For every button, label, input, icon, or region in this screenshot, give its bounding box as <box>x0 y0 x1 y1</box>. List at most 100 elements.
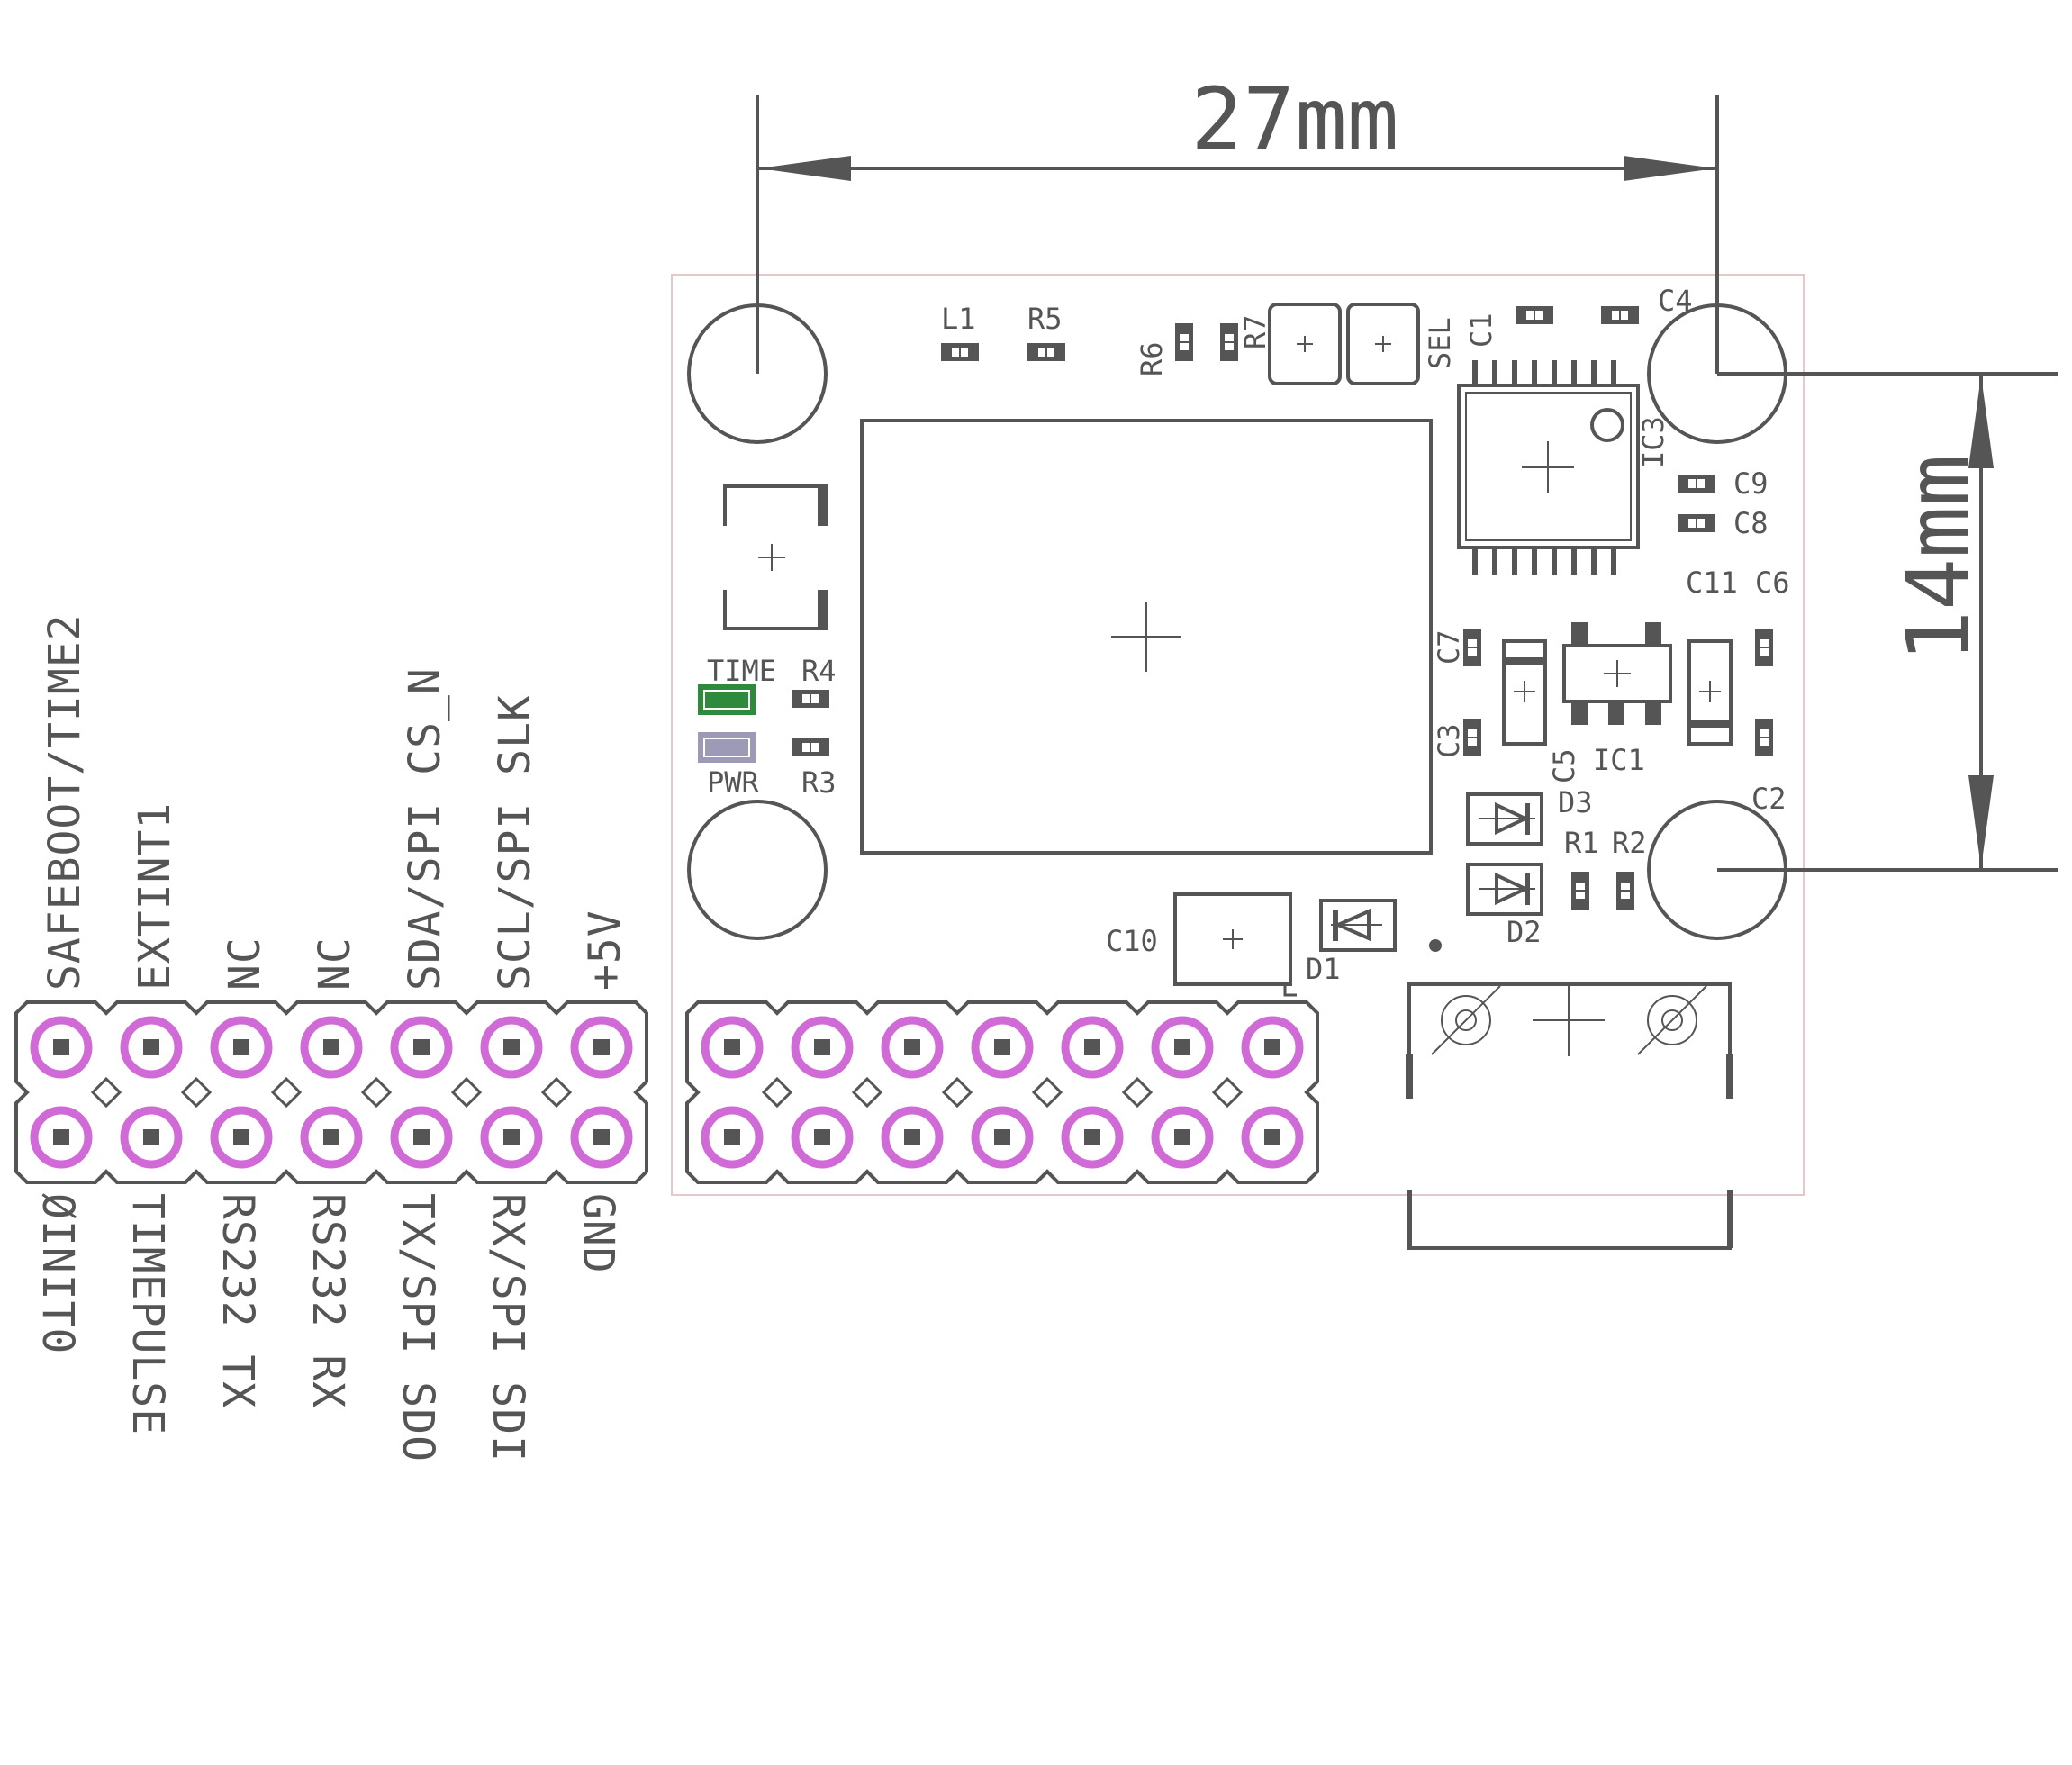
smd-pad <box>1463 719 1481 756</box>
ref-c5: C5 <box>1547 748 1581 783</box>
ref-c11: C11 <box>1686 566 1738 600</box>
header-right-pad <box>1151 1016 1214 1079</box>
ref-c4: C4 <box>1658 284 1693 318</box>
pin-labels-top: SAFEBOOT/TIME2 EXTINT1 NC NC SDA/SPI CS_… <box>40 613 630 991</box>
smd-pad <box>1755 719 1773 756</box>
ic1 <box>1562 644 1672 703</box>
pin-label-bottom-3: RS232 TX <box>213 1193 263 1408</box>
pin-label-bottom-5: TX/SPI SDO <box>393 1193 443 1462</box>
ref-c1: C1 <box>1464 312 1498 348</box>
header-left-pad <box>390 1106 453 1169</box>
ref-time: TIME <box>707 654 776 688</box>
header-right-pad <box>701 1016 764 1079</box>
smd-pad <box>1678 514 1715 532</box>
header-right-pad-hole <box>1084 1039 1100 1055</box>
header-right-pad-hole <box>994 1129 1010 1145</box>
board-outline <box>671 274 1805 1196</box>
header-right-pad <box>881 1106 944 1169</box>
header-left-pad <box>480 1016 543 1079</box>
header-left <box>14 1000 648 1184</box>
header-left-pad <box>300 1016 363 1079</box>
header-left-outline <box>14 1000 648 1184</box>
header-left-pad-hole <box>593 1039 610 1055</box>
pin-label-bottom-1: ØINIT0 <box>32 1193 83 1354</box>
header-left-pad <box>30 1016 93 1079</box>
header-left-pad-hole <box>143 1039 159 1055</box>
pin-label-bottom-4: RS232 RX <box>303 1193 353 1408</box>
header-left-pad <box>570 1106 633 1169</box>
smd-pad <box>792 738 829 756</box>
ref-c6: C6 <box>1755 566 1790 600</box>
header-right-pad <box>971 1106 1034 1169</box>
sel-jumper <box>1268 303 1420 385</box>
header-left-pad <box>210 1106 273 1169</box>
cap-left-tall <box>1502 639 1547 746</box>
ic3 <box>1457 384 1640 549</box>
pin-label-top-1: SAFEBOOT/TIME2 <box>40 613 90 991</box>
header-left-pad-hole <box>503 1039 520 1055</box>
dimension-width-label: 27mm <box>1190 69 1398 170</box>
header-right <box>685 1000 1319 1184</box>
header-left-pad <box>300 1106 363 1169</box>
header-left-pad <box>210 1016 273 1079</box>
smd-pad <box>1601 306 1639 324</box>
header-left-pad-hole <box>233 1129 249 1145</box>
pin-label-top-3: NC <box>220 937 270 991</box>
header-right-pad <box>701 1106 764 1169</box>
header-right-pad <box>881 1016 944 1079</box>
ref-r7: R7 <box>1238 314 1272 349</box>
diode-d1 <box>1319 899 1397 952</box>
battery-holder <box>723 484 828 630</box>
pin-label-top-2: EXTINT1 <box>130 802 180 991</box>
header-right-separator <box>1121 1076 1154 1109</box>
header-left-pad <box>120 1016 183 1079</box>
header-right-pad-hole <box>904 1039 920 1055</box>
ref-c9: C9 <box>1733 466 1769 501</box>
header-right-pad-hole <box>904 1129 920 1145</box>
header-right-pad <box>1061 1016 1124 1079</box>
header-left-pad <box>390 1016 453 1079</box>
header-right-pad <box>1061 1106 1124 1169</box>
pin-label-top-6: SCL/SPI SLK <box>490 694 540 991</box>
dimension-height-label: 14mm <box>1888 454 1989 662</box>
header-right-pad <box>1151 1106 1214 1169</box>
header-left-pad-hole <box>233 1039 249 1055</box>
header-right-pad-hole <box>814 1039 830 1055</box>
smd-pad <box>792 690 829 708</box>
header-right-pad-hole <box>1174 1039 1190 1055</box>
pin1-dot <box>1429 939 1442 952</box>
header-right-pad-hole <box>1084 1129 1100 1145</box>
usb-connector <box>1406 982 1733 1250</box>
header-right-pad <box>971 1016 1034 1079</box>
header-left-separator <box>360 1076 393 1109</box>
diode-d2 <box>1466 863 1543 916</box>
ref-ic3: IC3 <box>1636 416 1670 468</box>
header-left-pad-hole <box>53 1129 69 1145</box>
header-left-separator <box>180 1076 213 1109</box>
smd-pad <box>1220 323 1238 361</box>
header-right-pad-hole <box>1174 1129 1190 1145</box>
mounting-holes <box>687 303 1787 940</box>
header-left-separator <box>450 1076 483 1109</box>
header-right-pad-hole <box>1264 1039 1280 1055</box>
ref-ic1: IC1 <box>1593 743 1645 777</box>
gps-module <box>860 419 1433 855</box>
header-left-pad-hole <box>323 1129 339 1145</box>
reference-labels: L1 R5 R6 R7 SEL C1 C4 IC3 C9 C8 C11 C6 C… <box>707 284 1790 986</box>
ref-c8: C8 <box>1733 506 1769 540</box>
ref-r2: R2 <box>1612 826 1647 860</box>
header-left-pad-hole <box>323 1039 339 1055</box>
header-right-pad <box>791 1016 854 1079</box>
smd-pad <box>1571 872 1589 910</box>
pin-label-bottom-6: RX/SPI SDI <box>483 1193 533 1462</box>
smd-pad <box>1616 872 1634 910</box>
smd-pad <box>1175 323 1193 361</box>
header-left-pad <box>120 1106 183 1169</box>
header-right-separator <box>1031 1076 1063 1109</box>
ref-c7: C7 <box>1432 629 1466 665</box>
header-right-pad <box>791 1106 854 1169</box>
dimension-height <box>1717 372 2058 872</box>
smd-pad <box>1516 306 1553 324</box>
header-left-pad-hole <box>593 1129 610 1145</box>
header-right-separator <box>941 1076 973 1109</box>
